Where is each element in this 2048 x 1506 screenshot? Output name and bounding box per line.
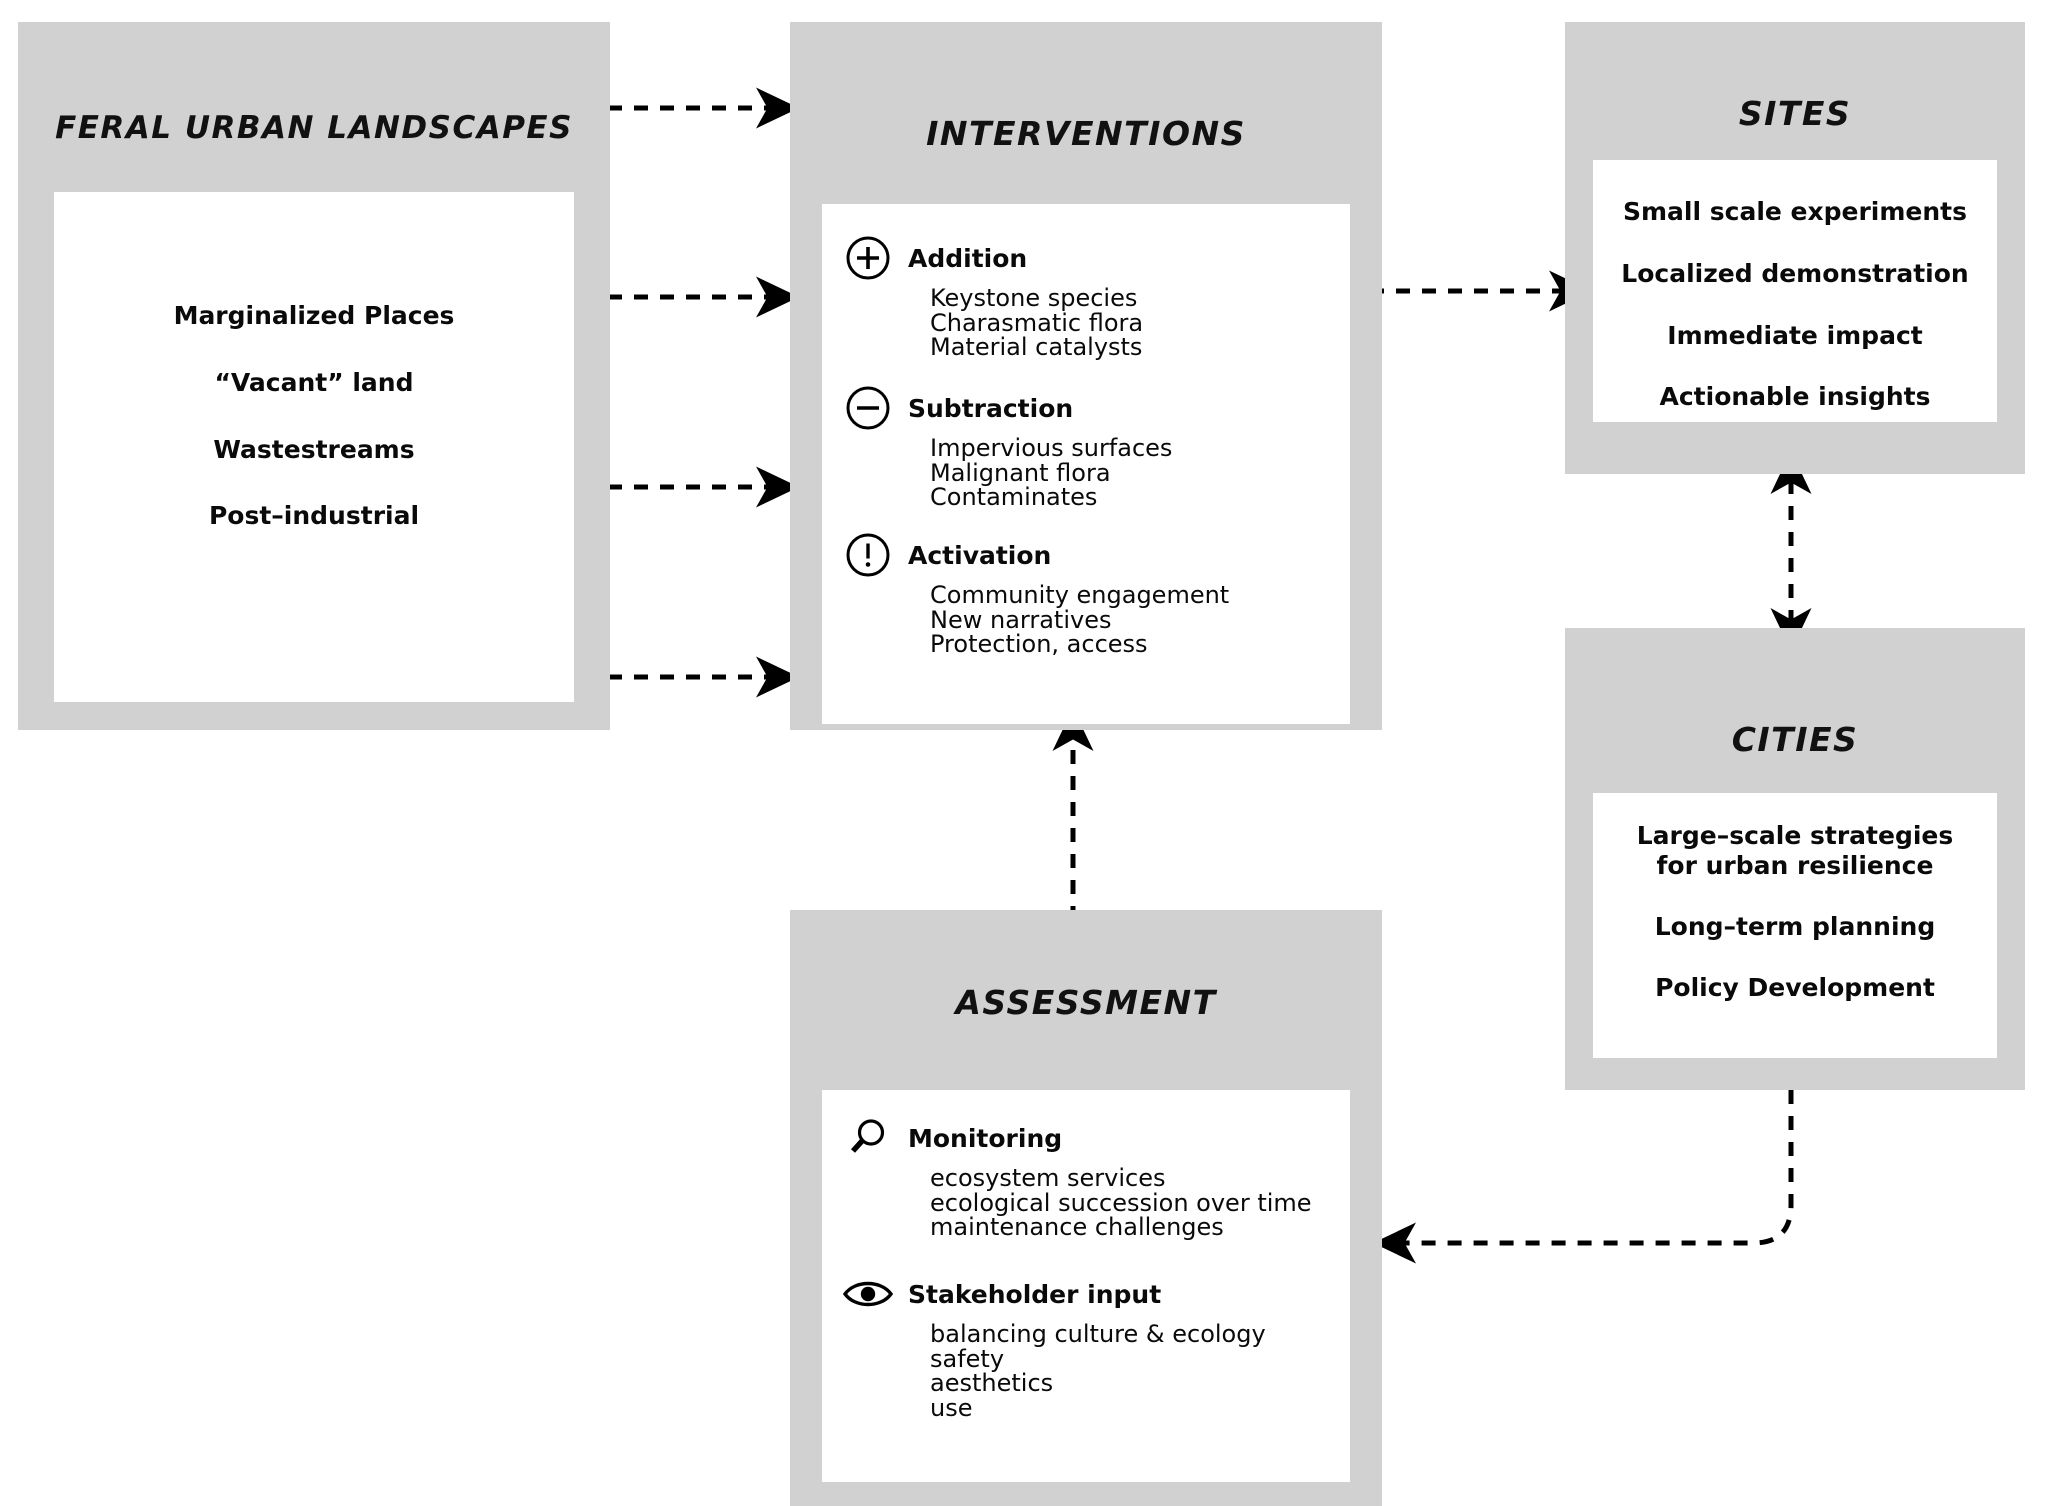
list-item: balancing culture & ecology [930, 1320, 1266, 1348]
list-item: aesthetics [930, 1369, 1054, 1398]
panel-cities: CITIES Large–scale strategies for urban … [1565, 628, 2025, 1090]
sites-item-list: Small scale experiments Localized demons… [1593, 197, 1997, 412]
list-item: safety [930, 1344, 1005, 1373]
intervention-group-label: Subtraction [908, 393, 1074, 423]
assessment-group-header: Stakeholder input [842, 1268, 1266, 1320]
intervention-group-items: Community engagement New narratives Prot… [930, 583, 1229, 657]
assessment-group-monitoring: Monitoring ecosystem services ecological… [842, 1112, 1312, 1240]
list-item: Wastestreams [213, 434, 415, 464]
list-item: New narratives [930, 605, 1112, 634]
arrow-feral-to-interventions-group [608, 87, 799, 698]
magnifier-icon [842, 1112, 894, 1164]
intervention-group-addition: Addition Keystone species Charasmatic fl… [842, 232, 1143, 360]
panel-title-interventions: INTERVENTIONS [926, 114, 1246, 153]
list-item: Long–term planning [1654, 912, 1936, 941]
panel-assessment: ASSESSMENT Monitoring ecosystem services… [790, 910, 1382, 1506]
assessment-group-stakeholder-input: Stakeholder input balancing culture & ec… [842, 1268, 1266, 1421]
inner-card-cities: Large–scale strategies for urban resilie… [1593, 793, 1997, 1058]
panel-title-feral: FERAL URBAN LANDSCAPES [55, 110, 573, 146]
inner-card-sites: Small scale experiments Localized demons… [1593, 160, 1997, 422]
list-item: Post–industrial [208, 501, 420, 531]
intervention-group-subtraction: Subtraction Impervious surfaces Malignan… [842, 382, 1172, 510]
panel-title-cities: CITIES [1731, 720, 1859, 759]
list-item: ecosystem services [930, 1164, 1166, 1192]
panel-title-sites: SITES [1738, 94, 1852, 133]
intervention-group-header: Subtraction [842, 382, 1172, 434]
list-item: Charasmatic flora [930, 308, 1144, 337]
list-item: Large–scale strategies for urban resilie… [1636, 821, 1954, 880]
list-item: Material catalysts [930, 333, 1143, 362]
intervention-group-label: Addition [908, 243, 1028, 273]
assessment-group-header: Monitoring [842, 1112, 1312, 1164]
intervention-group-label: Activation [908, 540, 1052, 570]
exclamation-circle-icon [842, 529, 894, 581]
list-item: Protection, access [930, 630, 1148, 659]
list-item: Contaminates [930, 483, 1098, 512]
intervention-group-items: Keystone species Charasmatic flora Mater… [930, 286, 1143, 360]
list-item: Actionable insights [1659, 382, 1931, 412]
cities-item-list: Large–scale strategies for urban resilie… [1593, 821, 1997, 1003]
assessment-group-items: ecosystem services ecological succession… [930, 1166, 1312, 1240]
assessment-group-label: Stakeholder input [908, 1279, 1162, 1309]
list-item: Small scale experiments [1622, 197, 1968, 226]
list-item: Impervious surfaces [930, 434, 1173, 462]
panel-feral-urban-landscapes: FERAL URBAN LANDSCAPES Marginalized Plac… [18, 22, 610, 730]
list-item: maintenance challenges [930, 1213, 1224, 1242]
assessment-group-items: balancing culture & ecology safety aesth… [930, 1322, 1266, 1421]
panel-sites: SITES Small scale experiments Localized … [1565, 22, 2025, 474]
minus-circle-icon [842, 382, 894, 434]
eye-icon [842, 1268, 894, 1320]
intervention-group-activation: Activation Community engagement New narr… [842, 529, 1229, 657]
inner-card-interventions: Addition Keystone species Charasmatic fl… [822, 204, 1350, 724]
panel-interventions: INTERVENTIONS Addition Keystone species … [790, 22, 1382, 730]
assessment-group-label: Monitoring [908, 1123, 1063, 1153]
plus-circle-icon [842, 232, 894, 284]
arrow-cities-to-assessment [1373, 1090, 1794, 1264]
list-item: ecological succession over time [930, 1188, 1312, 1217]
inner-card-feral: Marginalized Places “Vacant” land Wastes… [54, 192, 574, 702]
intervention-group-header: Addition [842, 232, 1143, 284]
list-item: “Vacant” land [214, 367, 414, 397]
feral-item-list: Marginalized Places “Vacant” land Wastes… [54, 301, 574, 531]
panel-title-assessment: ASSESSMENT [955, 983, 1217, 1022]
list-item: Immediate impact [1667, 320, 1923, 350]
list-item: Marginalized Places [173, 301, 455, 330]
inner-card-assessment: Monitoring ecosystem services ecological… [822, 1090, 1350, 1482]
list-item: Localized demonstration [1621, 258, 1969, 288]
intervention-group-header: Activation [842, 529, 1229, 581]
list-item: use [930, 1394, 973, 1423]
list-item: Keystone species [930, 284, 1138, 312]
list-item: Community engagement [930, 581, 1230, 609]
list-item: Policy Development [1655, 972, 1935, 1002]
list-item: Malignant flora [930, 458, 1111, 487]
intervention-group-items: Impervious surfaces Malignant flora Cont… [930, 436, 1172, 510]
